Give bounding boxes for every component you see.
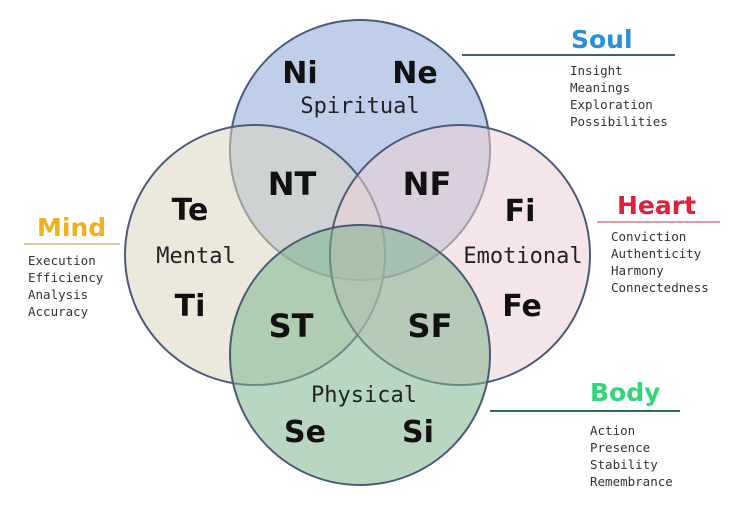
legend-body-item: Remembrance [590, 474, 673, 489]
label-mental: Mental [156, 244, 235, 269]
legend-heart-item: Harmony [611, 263, 664, 278]
legend-body-item: Action [590, 423, 635, 438]
legend-body-title: Body [590, 378, 660, 407]
legend-mind: Mind Execution Efficiency Analysis Accur… [24, 213, 120, 319]
function-se: Se [284, 415, 326, 450]
function-ti: Ti [175, 289, 206, 324]
label-physical: Physical [311, 383, 417, 408]
overlap-nt: NT [268, 165, 317, 203]
legend-mind-item: Analysis [28, 287, 88, 302]
legend-soul-item: Possibilities [570, 114, 668, 129]
function-fe: Fe [502, 289, 542, 324]
legend-heart-item: Conviction [611, 229, 686, 244]
legend-heart-item: Authenticity [611, 246, 702, 261]
function-fi: Fi [505, 194, 536, 229]
function-si: Si [402, 415, 434, 450]
overlap-sf: SF [408, 307, 453, 345]
overlap-st: ST [269, 307, 314, 345]
legend-body-item: Stability [590, 457, 658, 472]
legend-body-item: Presence [590, 440, 650, 455]
legend-soul-title: Soul [571, 25, 633, 54]
legend-heart: Heart Conviction Authenticity Harmony Co… [597, 191, 720, 295]
legend-soul-item: Meanings [570, 80, 630, 95]
legend-heart-item: Connectedness [611, 280, 709, 295]
legend-body: Body Action Presence Stability Remembran… [490, 378, 680, 489]
label-spiritual: Spiritual [300, 94, 419, 119]
legend-heart-title: Heart [617, 191, 696, 220]
legend-soul-item: Insight [570, 63, 623, 78]
function-ni: Ni [282, 56, 317, 91]
legend-mind-item: Accuracy [28, 304, 89, 319]
circle-physical [229, 224, 491, 486]
function-te: Te [172, 193, 209, 228]
label-emotional: Emotional [463, 244, 582, 269]
legend-mind-item: Efficiency [28, 270, 104, 285]
circles [124, 19, 591, 486]
legend-soul: Soul Insight Meanings Exploration Possib… [462, 25, 675, 129]
legend-mind-item: Execution [28, 253, 96, 268]
legend-soul-item: Exploration [570, 97, 653, 112]
legend-mind-title: Mind [37, 213, 106, 242]
overlap-nf: NF [403, 165, 452, 203]
function-ne: Ne [392, 56, 437, 91]
